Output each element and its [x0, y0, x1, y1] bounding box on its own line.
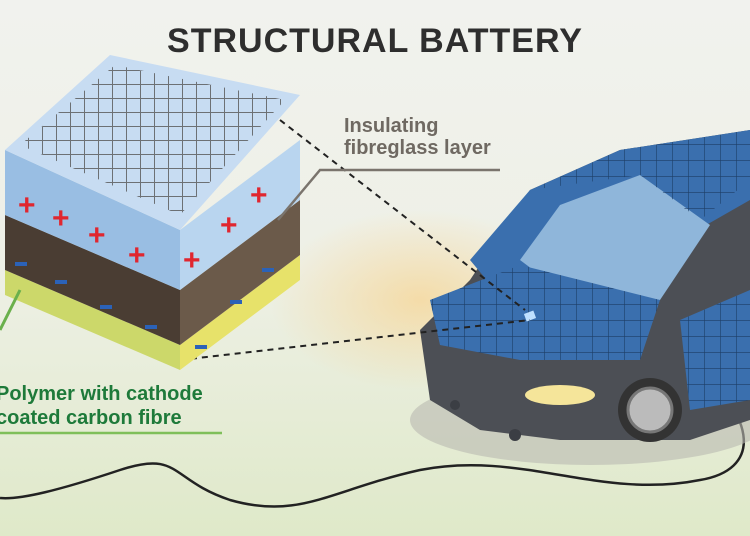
- svg-text:+: +: [128, 239, 146, 272]
- polymer-leader-line: [0, 289, 22, 331]
- callout-dashed-lines: [179, 119, 531, 361]
- svg-text:+: +: [18, 189, 36, 222]
- car: [410, 130, 750, 465]
- anode-minus-marks: [15, 262, 274, 349]
- svg-text:+: +: [88, 219, 106, 252]
- svg-text:+: +: [52, 202, 70, 235]
- label-line: coated carbon fibre: [0, 407, 182, 429]
- svg-text:+: +: [183, 244, 201, 277]
- polymer-label: Polymer with cathode coated carbon fibre: [0, 382, 203, 430]
- label-line: Insulating: [344, 115, 439, 137]
- svg-text:+: +: [250, 179, 268, 212]
- cathode-plus-marks: + + + + + + +: [18, 179, 268, 277]
- label-line: fibreglass layer: [344, 137, 491, 159]
- page-title: STRUCTURAL BATTERY: [167, 22, 583, 60]
- charging-cable: [0, 359, 746, 508]
- insulating-leader-line: [277, 168, 500, 221]
- insulating-layer-label: Insulating fibreglass layer: [344, 115, 491, 159]
- label-line: Polymer with cathode: [0, 383, 203, 405]
- svg-text:+: +: [220, 209, 238, 242]
- battery-layers-cube: + + + + + + +: [5, 55, 300, 370]
